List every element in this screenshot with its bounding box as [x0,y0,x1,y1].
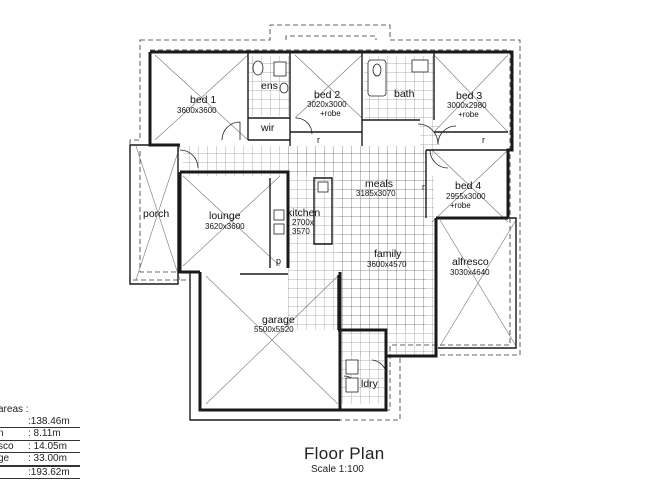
pantry-marker: p [276,256,281,266]
areas-total-value: :193.62m [28,466,70,478]
internal-walls [240,52,508,404]
external-walls [148,50,514,412]
areas-row-value: : 14.05m [28,440,67,452]
room-labels: bed 1 3600x3600 ens wir bed 2 3020x3000 … [143,80,490,390]
areas-row: ge : 33.00m [0,453,80,466]
robe-marker-bed2: r [317,135,320,145]
room-dims-bed3: 3000x2980 [447,101,487,110]
areas-row-label: sco [0,440,14,452]
room-label-bed4: bed 4 [455,180,481,192]
room-note-bed2: +robe [320,109,341,118]
room-label-bed3: bed 3 [456,90,482,102]
room-label-bed1: bed 1 [190,94,216,106]
robe-marker-bed4: r [422,182,425,192]
areas-row-label: n [0,428,4,439]
room-label-wir: wir [260,122,275,134]
room-label-kitchen: kitchen [287,207,320,219]
diagonal-lines [135,54,517,405]
room-label-garage: garage [262,314,295,326]
room-dims-alfresco: 3030x4640 [450,268,490,277]
areas-heading-row: areas : [0,404,80,416]
areas-heading: areas : [0,404,28,415]
room-dims-lounge: 3620x3600 [205,222,245,231]
room-dims-garage: 5500x5520 [254,325,294,334]
room-label-ens: ens [261,80,278,92]
room-note-bed4: +robe [450,201,471,210]
areas-row-label: ge [0,453,10,464]
room-label-bed2: bed 2 [314,89,340,101]
areas-row-label [0,467,28,479]
room-dims-bed1: 3600x3600 [177,106,217,115]
areas-row: sco : 14.05m [0,440,80,453]
room-dims-family: 3600x4570 [367,260,407,269]
room-label-porch: porch [143,208,169,220]
areas-total-row: :193.62m [0,465,80,479]
room-label-ldry: ldry [361,378,379,390]
plan-scale: Scale 1:100 [311,464,364,475]
robe-marker-bed3: r [482,135,485,145]
areas-row-value: : 8.11m [28,428,61,439]
room-dims-bed2: 3020x3000 [307,100,347,109]
room-label-meals: meals [365,178,393,190]
areas-schedule: areas : :138.46m n : 8.11m sco : 14.05m … [0,404,80,479]
room-label-alfresco: alfresco [452,256,489,268]
plan-title: Floor Plan [304,444,385,463]
room-dims2-kitchen: 3570 [292,227,310,236]
room-label-lounge: lounge [209,210,241,222]
room-note-bed3: +robe [458,110,479,119]
room-dims-bed4: 2955x3000 [446,192,486,201]
areas-row: :138.46m [0,415,80,428]
areas-row-value: : 33.00m [28,453,67,464]
room-dims-kitchen: 2700x [292,218,314,227]
room-label-family: family [374,248,402,260]
areas-row-value: :138.46m [28,415,70,427]
room-dims-meals: 3185x3070 [356,189,396,198]
fixtures [252,59,429,393]
room-label-bath: bath [394,88,415,100]
areas-row-label [0,416,28,428]
areas-row: n : 8.11m [0,428,80,441]
